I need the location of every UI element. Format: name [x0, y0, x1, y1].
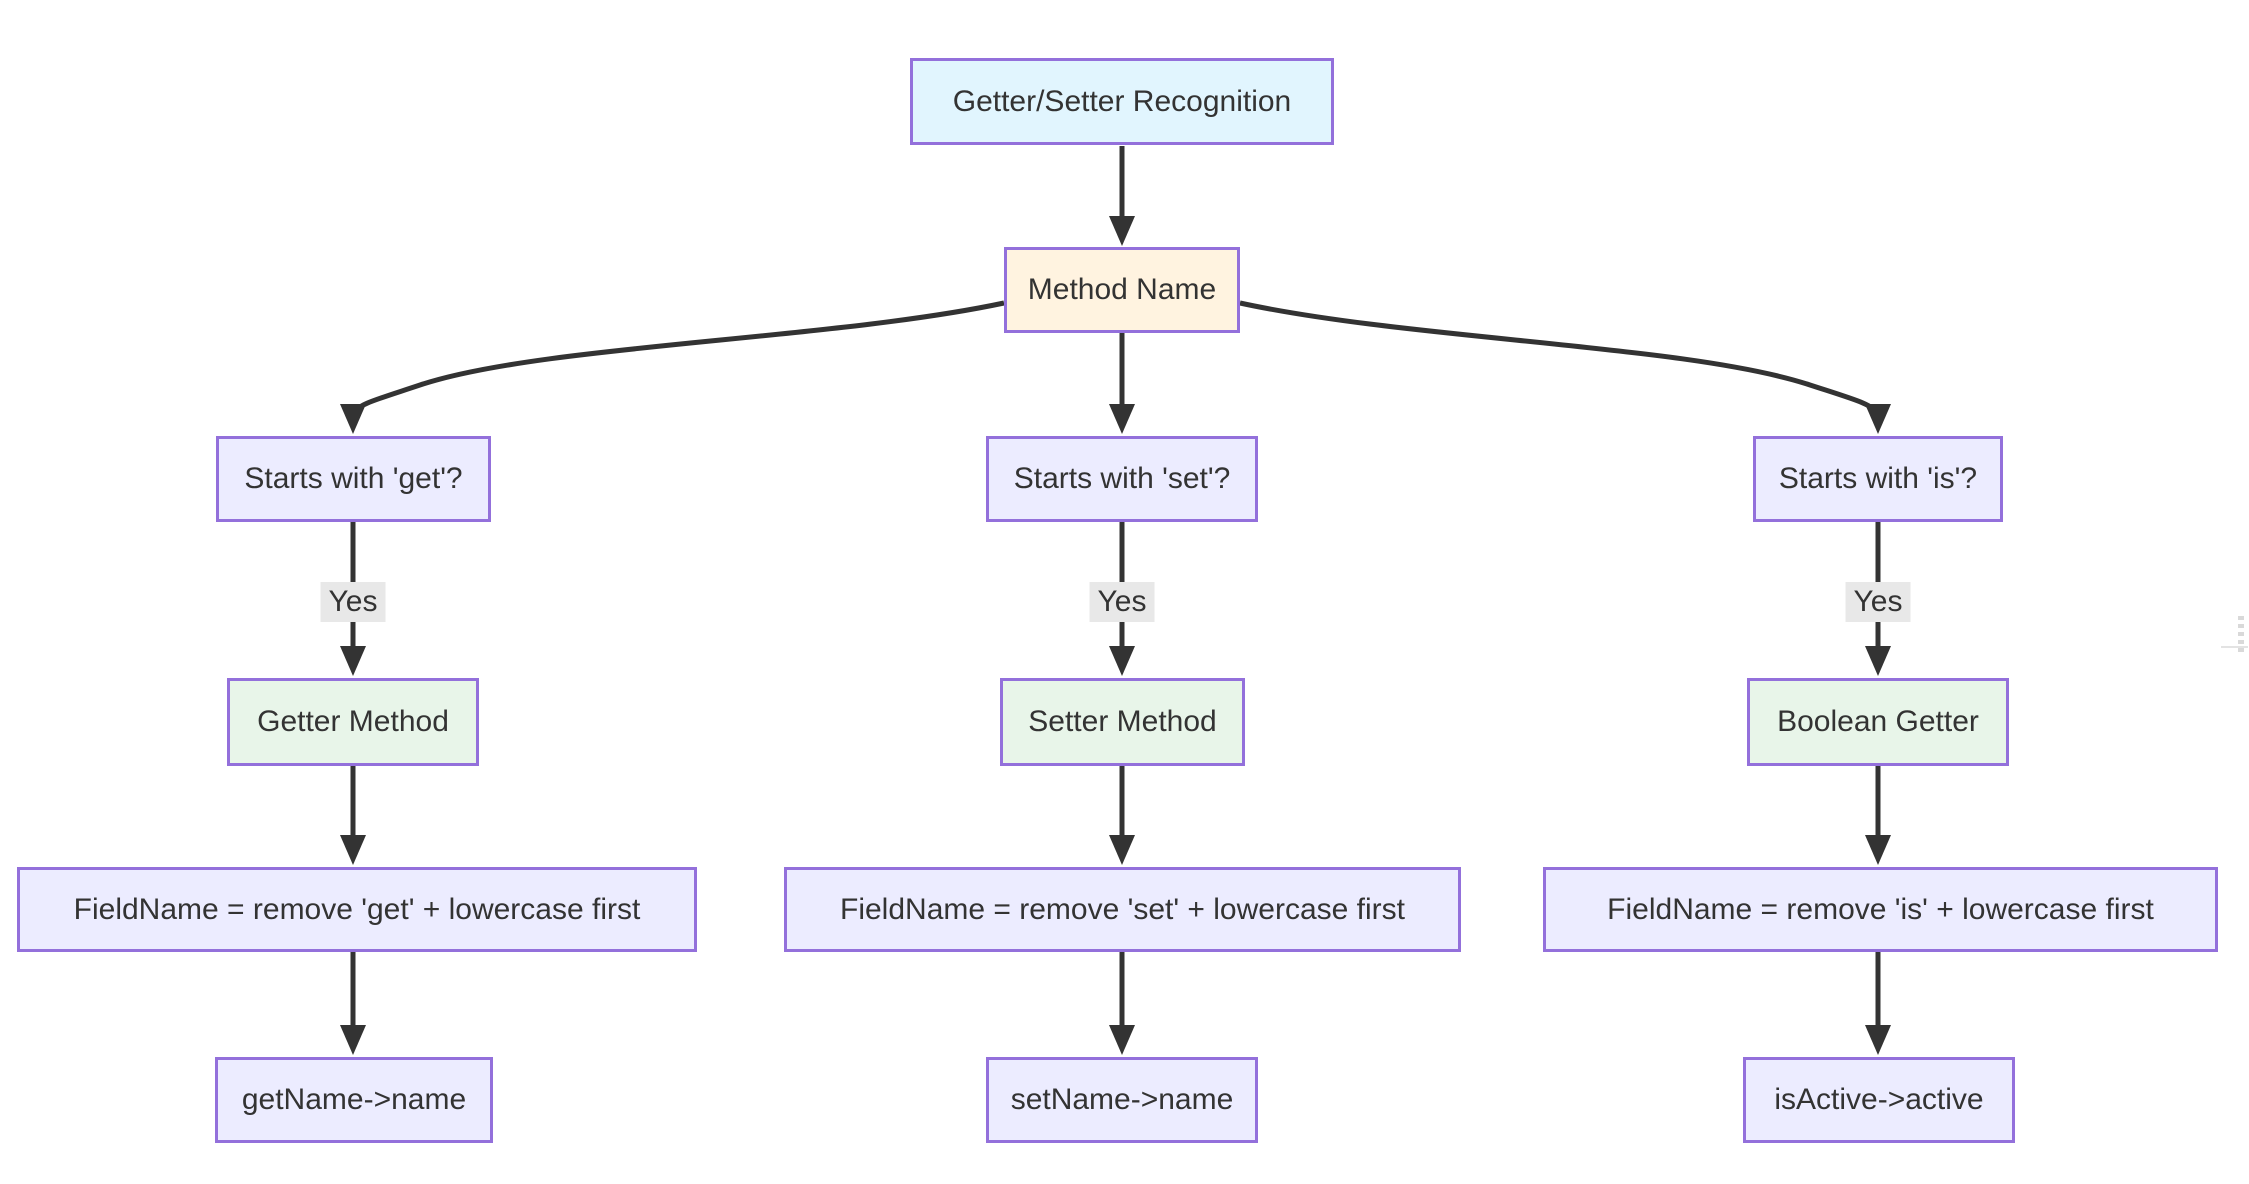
- node-example-get: getName->name: [215, 1057, 493, 1143]
- node-setter-method: Setter Method: [1000, 678, 1245, 766]
- node-rule-get: FieldName = remove 'get' + lowercase fir…: [17, 867, 697, 952]
- node-example-set: setName->name: [986, 1057, 1258, 1143]
- node-question-get: Starts with 'get'?: [216, 436, 491, 522]
- arrowhead-type-is: [1865, 646, 1891, 676]
- node-question-set: Starts with 'set'?: [986, 436, 1258, 522]
- edge-label-yes-set: Yes: [1089, 582, 1155, 622]
- node-boolean-getter: Boolean Getter: [1747, 678, 2009, 766]
- arrowhead-type-set: [1109, 646, 1135, 676]
- node-title: Getter/Setter Recognition: [910, 58, 1334, 145]
- node-rule-is: FieldName = remove 'is' + lowercase firs…: [1543, 867, 2218, 952]
- arrowhead-question-set: [1109, 404, 1135, 434]
- arrowhead-type-get: [340, 646, 366, 676]
- node-rule-set: FieldName = remove 'set' + lowercase fir…: [784, 867, 1461, 952]
- arrowhead-rule-get: [340, 835, 366, 865]
- scrollbar-artifact-horizontal: [2221, 646, 2248, 648]
- edge-label-yes-get: Yes: [320, 582, 386, 622]
- arrowhead-question-get: [340, 404, 366, 434]
- edge-root-to-question-get: [350, 300, 1005, 416]
- arrowhead-question-is: [1865, 404, 1891, 434]
- node-question-is: Starts with 'is'?: [1753, 436, 2003, 522]
- node-example-is: isActive->active: [1743, 1057, 2015, 1143]
- arrowhead-rule-set: [1109, 835, 1135, 865]
- arrowhead-example-is: [1865, 1025, 1891, 1055]
- edge-root-to-question-is: [1239, 300, 1881, 416]
- node-getter-method: Getter Method: [227, 678, 479, 766]
- node-method-name: Method Name: [1004, 247, 1240, 333]
- arrowhead-rule-is: [1865, 835, 1891, 865]
- arrowhead-root: [1109, 216, 1135, 246]
- scrollbar-artifact-vertical: [2238, 616, 2244, 652]
- arrowhead-example-set: [1109, 1025, 1135, 1055]
- arrowhead-example-get: [340, 1025, 366, 1055]
- edge-label-yes-is: Yes: [1845, 582, 1911, 622]
